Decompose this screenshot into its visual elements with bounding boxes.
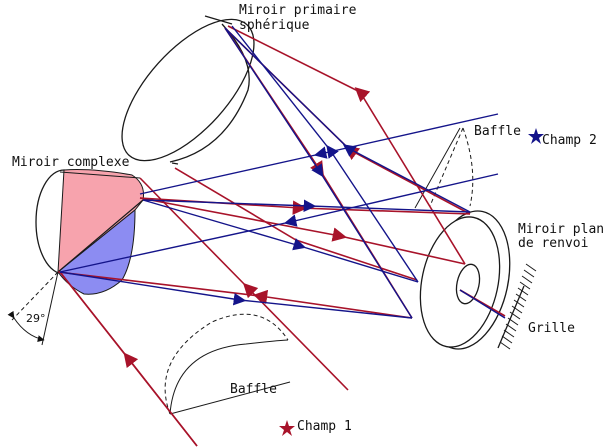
mirror-outline-lines (59, 171, 141, 179)
fold-mirror (419, 210, 511, 350)
rays-field-2 (59, 25, 506, 319)
red-star-icon (279, 420, 295, 436)
grating-label: Grille (528, 321, 575, 336)
field-2-label: Champ 2 (542, 133, 597, 148)
field-1-label: Champ 1 (297, 419, 352, 434)
complex-mirror-label: Miroir complexe (12, 155, 130, 170)
angle-label: 29° (26, 312, 46, 325)
primary-mirror-label-1: Miroir primaire (239, 3, 357, 18)
fold-mirror-label-2: de renvoi (518, 236, 589, 251)
primary-mirror-label-2: sphérique (239, 18, 310, 33)
baffle-bottom-label: Baffle (230, 382, 277, 397)
baffle-bottom (164, 313, 291, 415)
grating (497, 263, 537, 350)
blue-star-icon (528, 128, 544, 144)
fold-mirror-label-1: Miroir plan (518, 222, 604, 237)
baffle-top-label: Baffle (474, 124, 521, 139)
primary-mirror (121, 15, 255, 165)
angle-indicator (7, 271, 59, 346)
complex-mirror (35, 169, 144, 295)
